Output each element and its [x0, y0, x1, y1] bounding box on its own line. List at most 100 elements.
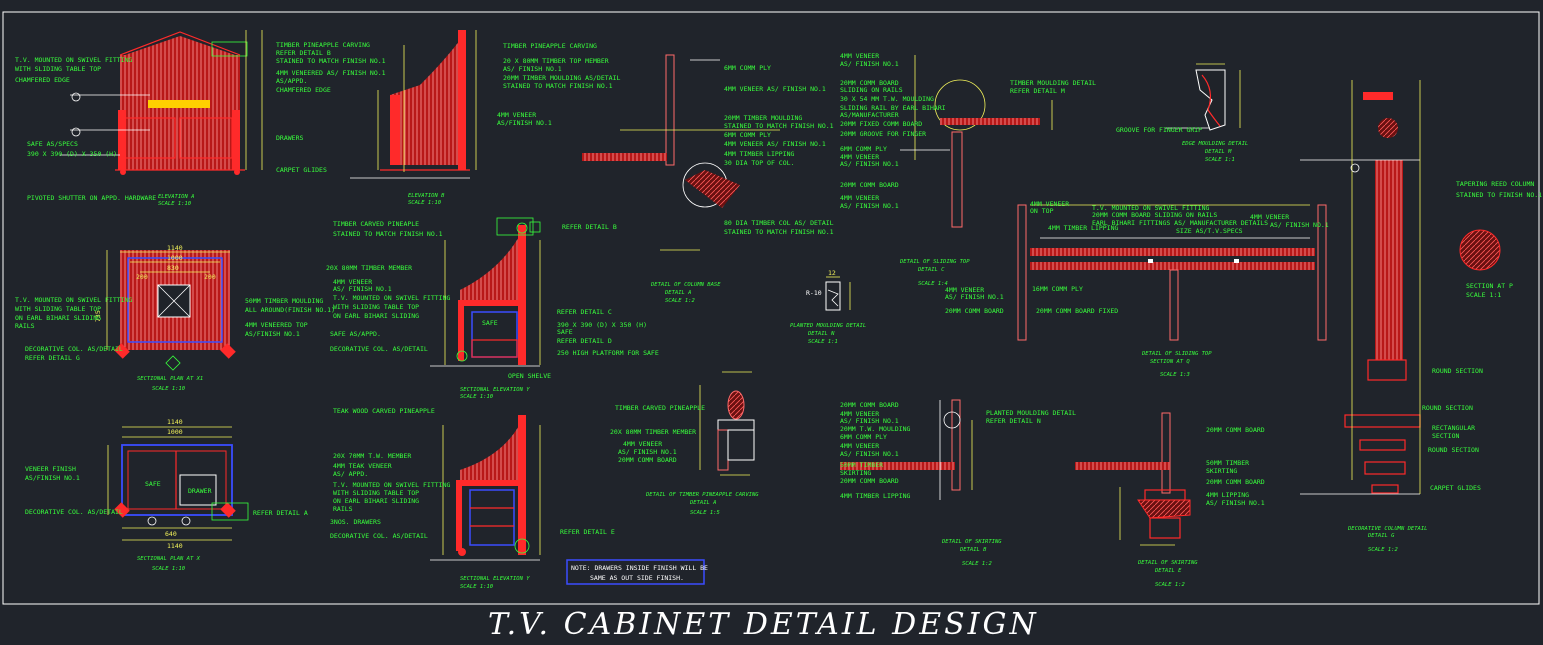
label: AS/ FINISH NO.1: [840, 160, 899, 168]
label: 4MM TEAK VENEER: [333, 462, 392, 470]
label: 390 X 390 (D) X 350 (H): [557, 321, 647, 329]
label: DECORATIVE COL. AS/DETAIL: [25, 345, 123, 353]
label: REFER DETAIL B: [562, 223, 617, 231]
label: 20MM TIMBER MOULDING: [724, 114, 802, 122]
caption-scale: SCALE 1:10: [152, 566, 186, 572]
label: AS/MANUFACTURER: [840, 111, 899, 119]
label: 4MM VENEER: [1030, 200, 1069, 208]
skirting-b-drawing: [840, 399, 973, 500]
label: TAPERING REED COLUMN: [1456, 180, 1534, 188]
label: AS/ FINISH NO.1: [1206, 499, 1265, 507]
caption-scale: SCALE 1:10: [158, 201, 192, 207]
caption-scale: SCALE 1:2: [665, 298, 695, 304]
caption: DETAIL OF SKIRTING: [1137, 560, 1198, 566]
caption-scale: SCALE 1:3: [1160, 372, 1190, 378]
label: AS/ FINISH NO.1: [503, 65, 562, 73]
label: ON TOP: [1030, 207, 1054, 215]
label: TIMBER CARVED PINEAPPLE: [615, 404, 705, 412]
caption-scale: SCALE 1:10: [460, 394, 494, 400]
skirting-b-labels: 20MM COMM BOARD 4MM VENEER AS/ FINISH NO…: [840, 401, 1076, 567]
label: REFER DETAIL G: [25, 354, 80, 362]
label: 390 X 390 (D) X 350 (H): [27, 150, 117, 158]
plan-x-labels: VENEER FINISH AS/FINISH NO.1 DECORATIVE …: [25, 465, 308, 572]
label: 20MM COMM BOARD: [840, 181, 899, 189]
label: 4MM VENEER: [497, 111, 536, 119]
caption: DETAIL OF COLUMN BASE: [650, 282, 721, 288]
label: ROUND SECTION: [1432, 367, 1483, 375]
label: 4MM VENEER: [840, 194, 879, 202]
caption-detail: DETAIL N: [807, 331, 835, 337]
caption: DETAIL OF SLIDING TOP: [899, 259, 970, 265]
note-line: SAME AS OUT SIDE FINISH.: [590, 574, 684, 582]
label: TIMBER MOULDING DETAIL: [1010, 79, 1096, 87]
label: CHAMFERED EDGE: [15, 76, 70, 84]
label: 50MM TIMBER: [840, 461, 883, 469]
caption-detail: DETAIL G: [1367, 533, 1395, 539]
label: AS/ FINISH NO.1: [840, 450, 899, 458]
caption-detail: DETAIL M: [1204, 149, 1232, 155]
sec-elev-y2-labels: TEAK WOOD CARVED PINEAPPLE 20X 70MM T.W.…: [330, 407, 615, 590]
dim: 1000: [167, 428, 183, 436]
label: ON EARL BIHARI SLIDING: [15, 314, 101, 322]
label: PIVOTED SHUTTER ON APPD. HARDWARE: [27, 194, 156, 202]
label: DECORATIVE COL. AS/DETAIL: [330, 345, 428, 353]
dim: 200: [204, 273, 216, 281]
dim: 640: [165, 530, 177, 538]
label: 6MM COMM PLY: [840, 145, 887, 153]
label: DRAWER: [188, 487, 212, 495]
label: TIMBER PINEAPPLE CARVING: [503, 42, 597, 50]
label: 20MM COMM BOARD: [840, 401, 899, 409]
sec-elev-y2-drawing: [430, 415, 541, 561]
label: 4MM VENEERED AS/ FINISH NO.1: [276, 69, 386, 77]
label: T.V. MOUNTED ON SWIVEL FITTING: [15, 296, 132, 304]
label: WITH SLIDING TABLE TOP: [333, 303, 419, 311]
caption-scale: SCALE 1:10: [460, 584, 494, 590]
label: AS/ FINISH NO.1: [840, 60, 899, 68]
label: 50MM TIMBER: [1206, 459, 1249, 467]
label: AS/ FINISH NO.1: [840, 417, 899, 425]
label: 20X 70MM T.W. MEMBER: [333, 452, 411, 460]
caption-scale: SCALE 1:2: [962, 561, 992, 567]
label: 20MM COMM BOARD: [618, 456, 677, 464]
caption-scale: SCALE 1:5: [690, 510, 720, 516]
label: AS/ FINISH NO.1: [333, 285, 392, 293]
label: AS/FINISH NO.1: [497, 119, 552, 127]
label: GROOVE FOR FINGER GRIP: [1116, 126, 1202, 134]
sliding-top-labels: 4MM VENEER AS/ FINISH NO.1 20MM COMM BOA…: [840, 52, 1096, 287]
caption-detail: SECTION AT Q: [1150, 359, 1190, 365]
caption-scale: SCALE 1:4: [918, 281, 948, 287]
label: 20MM COMM BOARD: [840, 477, 899, 485]
label: SLIDING ON RAILS: [840, 86, 903, 94]
label: 20MM COMM BOARD FIXED: [1036, 307, 1118, 315]
caption-detail: DETAIL A: [664, 290, 692, 296]
caption: ELEVATION A: [158, 194, 194, 200]
label: SAFE: [482, 319, 498, 327]
skirting-e-drawing: [1075, 412, 1191, 546]
caption: SECTIONAL PLAN AT X1: [137, 376, 203, 382]
label: 4MM VENEERED TOP: [245, 321, 308, 329]
label: REFER DETAIL N: [986, 417, 1041, 425]
caption-scale: SCALE 1:10: [408, 200, 442, 206]
label: 30 X 54 MM T.W. MOULDING: [840, 95, 934, 103]
label: DRAWERS: [276, 134, 303, 142]
label: 20MM GROOVE FOR FINGER: [840, 130, 926, 138]
label: STAINED TO MATCH FINISH NO.1: [276, 57, 386, 65]
caption-scale: SCALE 1:1: [808, 339, 838, 345]
label: 20MM COMM BOARD: [1206, 478, 1265, 486]
caption: DETAIL OF SKIRTING: [941, 539, 1002, 545]
label: 20X 80MM TIMBER MEMBER: [610, 428, 696, 436]
label: 4MM VENEER: [840, 442, 879, 450]
caption: EDGE MOULDING DETAIL: [1182, 141, 1248, 147]
label: WITH SLIDING TABLE TOP: [15, 65, 101, 73]
label: REFER DETAIL M: [1010, 87, 1065, 95]
sec-elev-y-drawing: [430, 217, 541, 367]
caption-scale: SCALE 1:2: [1155, 582, 1185, 588]
label: CHAMFERED EDGE: [276, 86, 331, 94]
label: 6MM COMM PLY: [840, 433, 887, 441]
label: 4MM VENEER: [840, 153, 879, 161]
label: 20 X 80MM TIMBER TOP MEMBER: [503, 57, 609, 65]
skirting-e-labels: 20MM COMM BOARD 50MM TIMBER SKIRTING 20M…: [1137, 426, 1265, 588]
label: ON EARL BIHARI SLIDING: [333, 312, 419, 320]
label: 250 HIGH PLATFORM FOR SAFE: [557, 349, 659, 357]
label: 4MM VENEER AS/ FINISH NO.1: [724, 140, 826, 148]
